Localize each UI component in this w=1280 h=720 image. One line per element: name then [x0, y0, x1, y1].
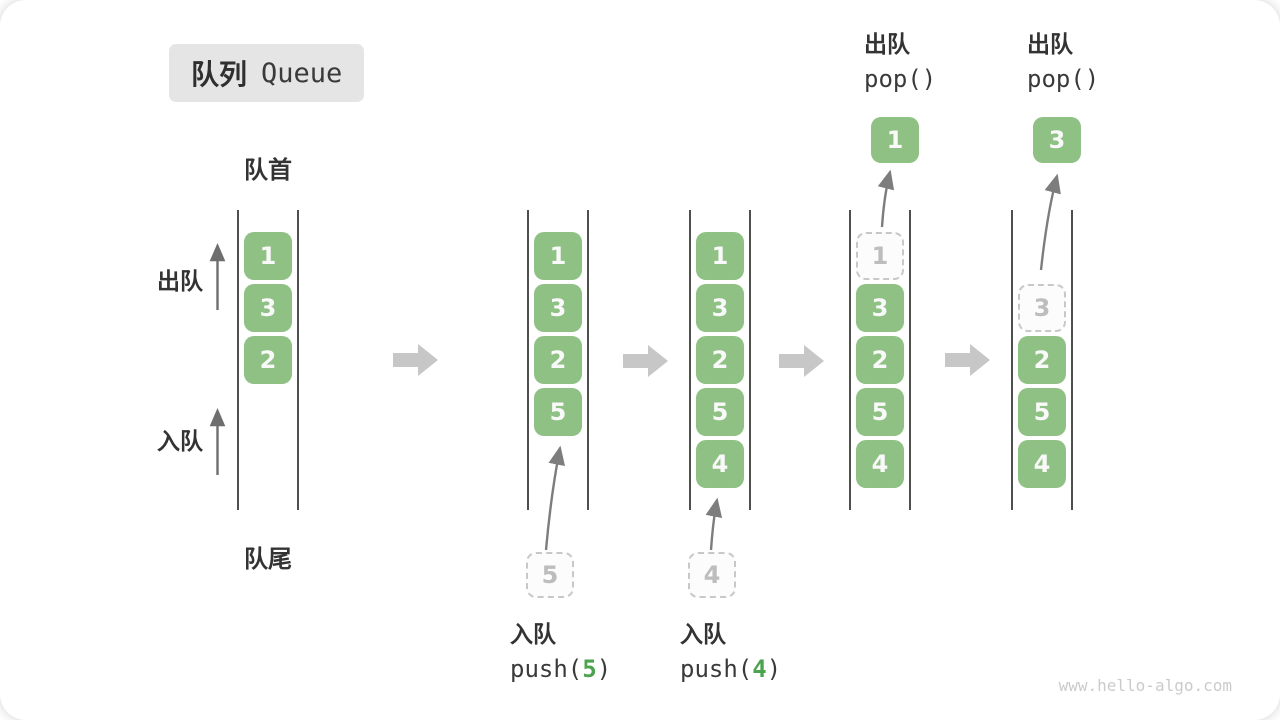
dequeue-direction-arrowhead-icon [209, 242, 226, 262]
queue-slot-5: 5 [856, 388, 904, 436]
queue-slot-2: 2 [696, 336, 744, 384]
queue-slot-3: 3 [534, 284, 582, 332]
flow-arrow-icon [945, 344, 990, 376]
title-box: 队列 Queue [169, 44, 365, 102]
queue-slot-3: 3 [856, 284, 904, 332]
queue-slot-ghost-3: 3 [1018, 284, 1066, 332]
queue-slot-3: 3 [244, 284, 292, 332]
watermark: www.hello-algo.com [1058, 676, 1232, 695]
queue-slot-4: 4 [1018, 440, 1066, 488]
queue-slot-2: 2 [1018, 336, 1066, 384]
queue-slot-ghost-1: 1 [856, 232, 904, 280]
code-close: ) [596, 655, 612, 683]
queue-slot-1: 1 [244, 232, 292, 280]
code-arg: 5 [582, 655, 597, 683]
code-close: ) [766, 655, 782, 683]
op-label-pop-2: 出队 pop() [1027, 28, 1099, 97]
op-pop-2-code: pop() [1027, 65, 1100, 93]
flow-arrow-icon [623, 345, 668, 377]
incoming-element-5: 5 [526, 552, 574, 598]
op-pop-1-code: pop() [864, 65, 937, 93]
queue-slot-3: 3 [696, 284, 744, 332]
queue-slot-5: 5 [1018, 388, 1066, 436]
queue-slot-1: 1 [696, 232, 744, 280]
code-open: push( [510, 655, 583, 683]
queue-slot-2: 2 [244, 336, 292, 384]
op-enqueue-4-zh: 入队 [680, 621, 726, 647]
incoming-element-4: 4 [688, 552, 736, 598]
op-enqueue-4-code: push(4) [680, 651, 781, 687]
title-zh: 队列 [191, 59, 248, 90]
queue-slot-2: 2 [534, 336, 582, 384]
queue-slot-4: 4 [696, 440, 744, 488]
op-label-enqueue-5: 入队 push(5) [510, 618, 611, 687]
queue-front-label: 队首 [244, 157, 292, 184]
op-pop-1-zh: 出队 [864, 31, 910, 57]
queue-slot-5: 5 [696, 388, 744, 436]
op-enqueue-5-code: push(5) [510, 651, 611, 687]
queue-slot-5: 5 [534, 388, 582, 436]
flow-arrow-icon [393, 344, 438, 376]
queue-slot-1: 1 [534, 232, 582, 280]
code-arg: 4 [752, 655, 767, 683]
op-label-pop-1: 出队 pop() [864, 28, 936, 97]
title-en: Queue [261, 57, 343, 89]
flow-arrow-icon [779, 345, 824, 377]
dequeue-side-label: 出队 [157, 268, 203, 294]
op-label-enqueue-4: 入队 push(4) [680, 618, 781, 687]
popped-element-1: 1 [871, 117, 919, 163]
op-enqueue-5-zh: 入队 [510, 621, 556, 647]
enqueue-side-label: 入队 [157, 428, 203, 454]
code-open: push( [680, 655, 753, 683]
queue-slot-4: 4 [856, 440, 904, 488]
enqueue-direction-arrowhead-icon [209, 407, 226, 427]
queue-rear-label: 队尾 [244, 546, 292, 573]
op-pop-2-zh: 出队 [1027, 31, 1073, 57]
queue-slot-2: 2 [856, 336, 904, 384]
popped-element-3: 3 [1033, 117, 1081, 163]
